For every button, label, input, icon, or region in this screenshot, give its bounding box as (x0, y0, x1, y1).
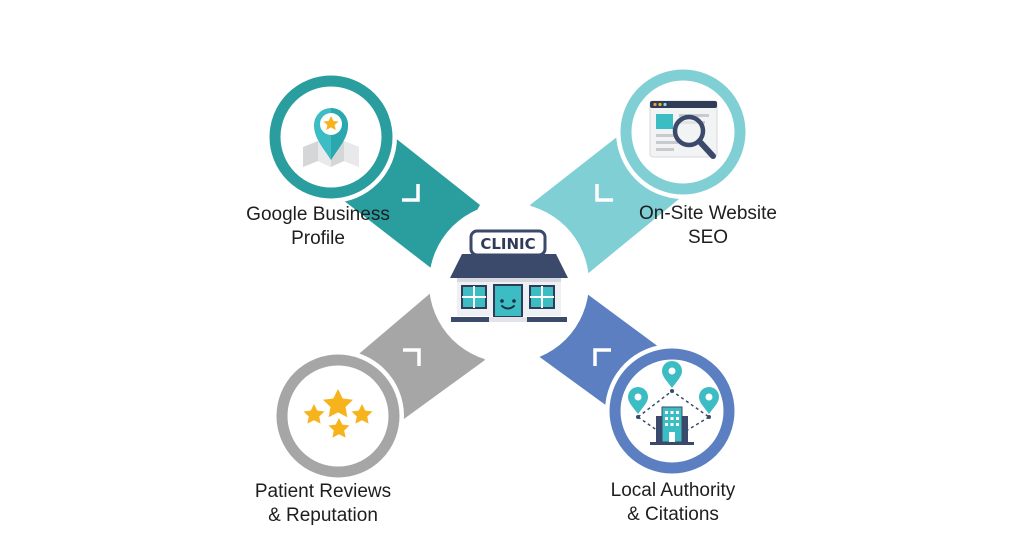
label-line: SEO (687, 227, 729, 248)
chevron-icon (403, 348, 421, 366)
label-line: Local Authority (610, 480, 736, 501)
chevron-icon (595, 184, 613, 202)
label-line: & Reputation (268, 505, 378, 526)
node-google-business-profile (265, 71, 397, 203)
stars-rating-icon (303, 389, 373, 438)
label-line: & Citations (627, 504, 719, 525)
label-on-site-website-seo: On-Site Website SEO (608, 202, 808, 250)
label-line: Patient Reviews (254, 481, 392, 502)
chevron-icon (402, 184, 420, 202)
label-line: Google Business (246, 204, 390, 225)
clinic-building-icon (431, 205, 587, 361)
node-patient-reviews (272, 350, 404, 482)
label-local-authority: Local Authority & Citations (573, 479, 773, 527)
node-on-site-website-seo (616, 65, 750, 199)
map-pin-star-icon (303, 108, 359, 167)
building-network-pins-icon (628, 361, 719, 445)
webpage-magnifier-icon (649, 100, 718, 159)
label-google-business-profile: Google Business Profile (218, 203, 418, 251)
label-line: Profile (291, 228, 345, 249)
clinic-sign-label: CLINIC (480, 235, 535, 253)
label-line: On-Site Website (639, 203, 777, 224)
chevron-icon (593, 348, 611, 366)
label-patient-reviews: Patient Reviews & Reputation (223, 480, 423, 528)
node-local-authority (605, 344, 739, 478)
